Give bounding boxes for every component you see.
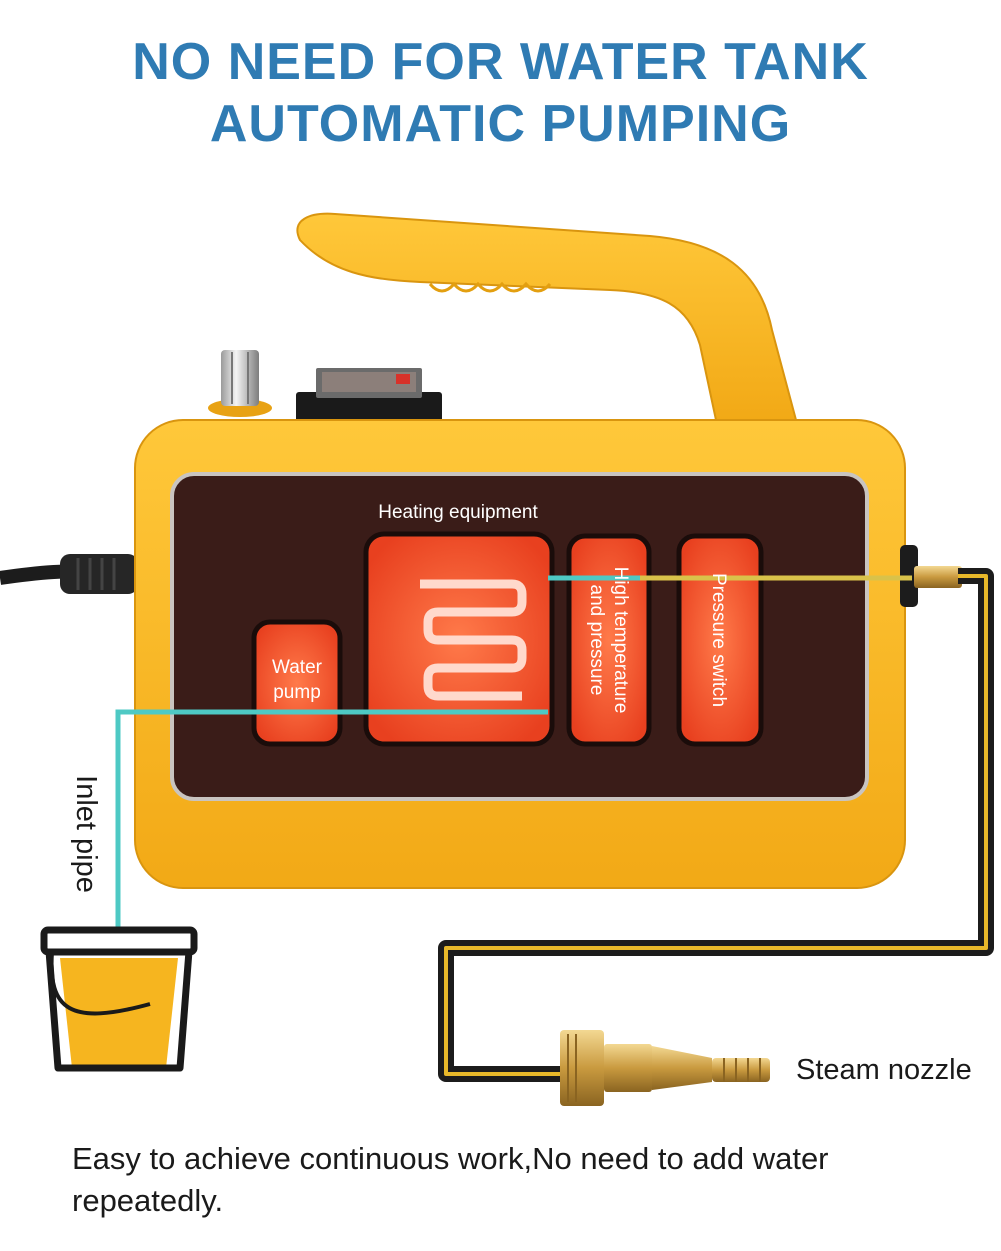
water-bucket-icon bbox=[40, 926, 198, 1072]
power-cord bbox=[0, 554, 138, 594]
steam-hose bbox=[438, 568, 994, 1082]
headline-line-1: NO NEED FOR WATER TANK bbox=[132, 33, 869, 91]
steam-nozzle-label: Steam nozzle bbox=[796, 1054, 972, 1086]
high-temperature-label-1: High temperature bbox=[610, 567, 631, 714]
water-pump-label-1: Water bbox=[272, 657, 323, 678]
high-temperature-label-2: and pressure bbox=[586, 585, 607, 696]
steam-nozzle bbox=[560, 1030, 770, 1106]
pressure-switch-label: Pressure switch bbox=[708, 573, 729, 707]
high-temperature-block bbox=[566, 533, 652, 747]
heating-coil bbox=[420, 579, 527, 701]
water-inlet-line bbox=[115, 709, 548, 930]
power-switch bbox=[296, 368, 442, 422]
water-pump-label-2: pump bbox=[273, 682, 321, 703]
headline-line-2: AUTOMATIC PUMPING bbox=[209, 95, 792, 153]
pressure-switch-block bbox=[676, 533, 764, 747]
heating-equipment-label: Heating equipment bbox=[378, 502, 538, 523]
inlet-pipe-label: Inlet pipe bbox=[70, 775, 102, 893]
pressure-valve-knob bbox=[208, 350, 272, 417]
caption-text: Easy to achieve continuous work,No need … bbox=[72, 1141, 829, 1218]
